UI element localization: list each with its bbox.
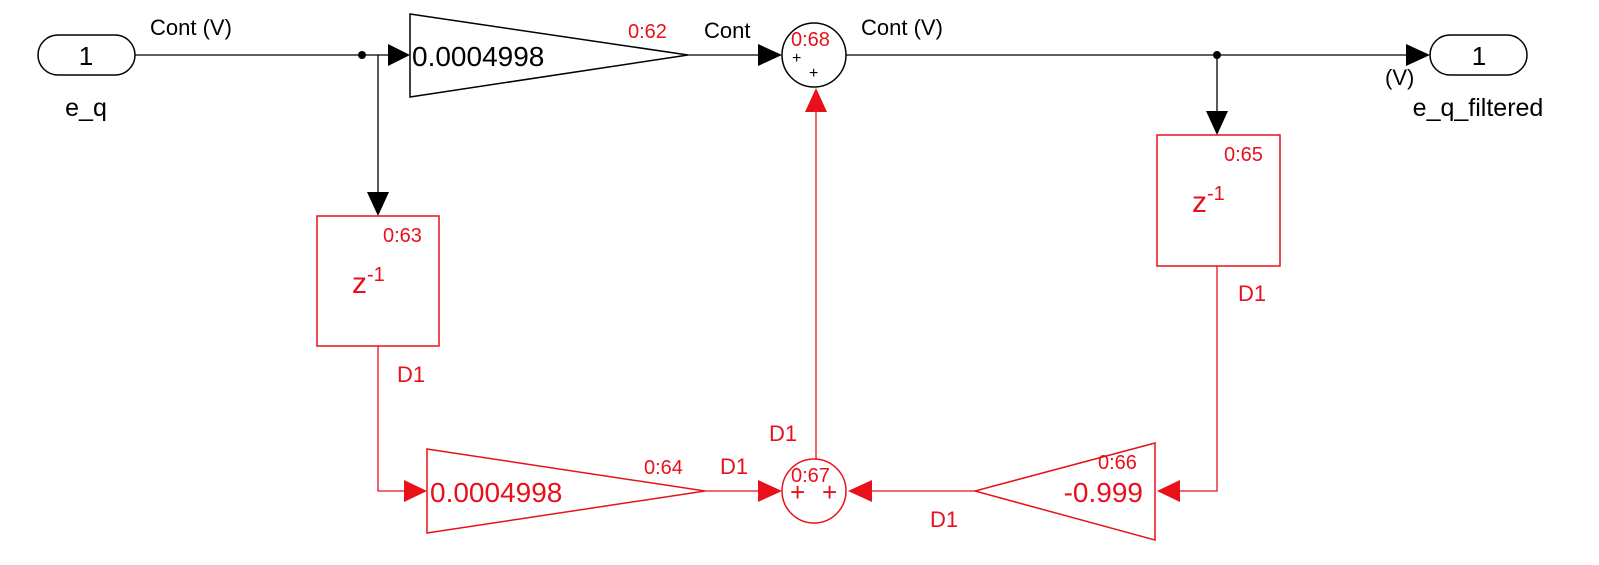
signal-label-gain-bottom: D1 — [720, 454, 748, 479]
gain-feedback-order: 0:66 — [1098, 452, 1137, 474]
sum-top-order: 0:68 — [791, 29, 830, 51]
gain-top-order: 0:62 — [628, 21, 667, 43]
gain-feedback-value: -0.999 — [1064, 477, 1143, 508]
arrow-to-sum-top — [758, 44, 782, 66]
delay-left-symbol: z-1 — [352, 264, 385, 300]
sum-top-sign-2: + — [809, 65, 818, 82]
delay-left-order: 0:63 — [383, 225, 422, 247]
delay-block-right[interactable]: 0:65 z-1 — [1156, 134, 1281, 267]
signal-label-delay-right: D1 — [1238, 281, 1266, 306]
delay-right-symbol: z-1 — [1192, 183, 1225, 219]
arrow-to-delay-left — [367, 192, 389, 216]
delay-block-left[interactable]: 0:63 z-1 — [316, 215, 440, 347]
gain-block-bottom[interactable]: 0.0004998 — [426, 448, 706, 534]
signal-delay-right-to-feedback[interactable] — [1180, 266, 1218, 492]
signal-label-gain-out: Cont — [704, 18, 750, 43]
arrow-to-gain-feedback — [1157, 480, 1180, 502]
signal-label-delay-left: D1 — [397, 362, 425, 387]
sum-bottom-sign-2: + — [822, 477, 837, 507]
inport-block[interactable]: 1 — [37, 34, 136, 76]
gain-top-value: 0.0004998 — [412, 41, 544, 72]
sum-block-top[interactable]: + + — [781, 22, 847, 88]
outport-number: 1 — [1472, 41, 1486, 71]
discrete-signals — [377, 88, 1218, 502]
arrow-to-sum-bottom-left — [758, 480, 782, 502]
sum-block-bottom[interactable]: + + — [781, 458, 847, 524]
gain-bottom-value: 0.0004998 — [430, 477, 562, 508]
inport-number: 1 — [79, 41, 93, 71]
signal-label-sum-bottom: D1 — [769, 421, 797, 446]
gain-block-feedback[interactable]: -0.999 — [972, 442, 1156, 541]
arrow-to-outport — [1406, 44, 1430, 66]
delay-right-order: 0:65 — [1224, 144, 1263, 166]
continuous-signals — [135, 44, 1430, 216]
signal-delay-left-to-gain[interactable] — [377, 346, 404, 492]
sum-top-sign-1: + — [792, 50, 801, 67]
outport-block[interactable]: 1 — [1429, 34, 1528, 76]
outport-unit-label: (V) — [1385, 65, 1414, 90]
gain-bottom-order: 0:64 — [644, 457, 683, 479]
inport-name: e_q — [65, 94, 107, 122]
sum-bottom-order: 0:67 — [791, 465, 830, 487]
arrow-to-gain-bottom — [404, 480, 427, 502]
gain-block-top[interactable]: 0.0004998 — [409, 13, 689, 98]
signal-label-feedback: D1 — [930, 507, 958, 532]
arrow-to-gain-top — [388, 44, 410, 66]
arrow-to-sum-bottom-right — [848, 480, 872, 502]
signal-label-sum-out: Cont (V) — [861, 15, 943, 40]
signal-label-input: Cont (V) — [150, 15, 232, 40]
arrow-to-delay-right — [1206, 111, 1228, 135]
sum-bottom-sign-1: + — [790, 477, 805, 507]
arrow-to-sum-top-bottom — [805, 88, 827, 112]
outport-name: e_q_filtered — [1413, 94, 1544, 122]
